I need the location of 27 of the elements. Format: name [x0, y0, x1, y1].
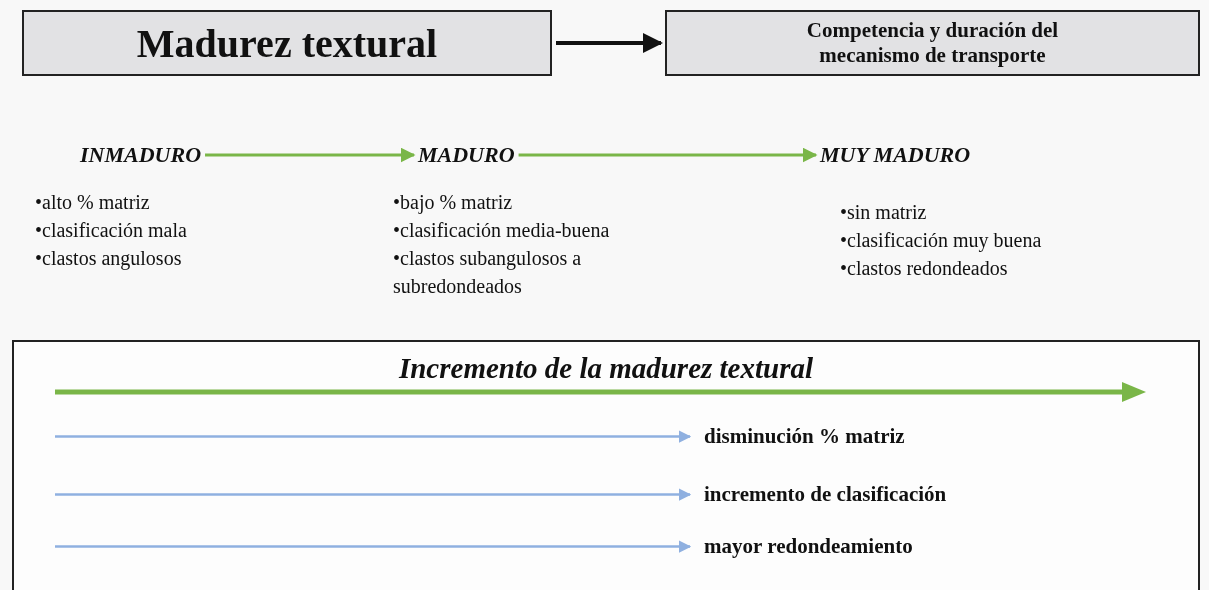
bullet-item: •clasificación mala: [35, 218, 187, 243]
arrow: [205, 147, 416, 163]
trend-label: mayor redondeamiento: [704, 534, 913, 559]
stage-heading: MUY MADURO: [820, 142, 971, 168]
trend-label: disminución % matriz: [704, 424, 905, 449]
trend-label: incremento de clasificación: [704, 482, 947, 507]
box-title: Madurez textural: [136, 19, 438, 67]
arrow: [55, 488, 692, 501]
arrow: [55, 430, 692, 443]
box-text: Competencia y duración del mecanismo de transporte: [805, 18, 1060, 68]
bullet-item: •bajo % matriz: [393, 190, 514, 216]
stage-heading: MADURO: [418, 142, 515, 168]
stage-heading: INMADURO: [80, 142, 202, 168]
bullet-item: •sin matriz: [840, 200, 928, 225]
bullet-item: •clastos redondeados: [840, 256, 1009, 281]
bullet-item: •clasificación media-buena: [393, 218, 611, 243]
title-box: [22, 10, 552, 76]
arrow: [55, 540, 692, 553]
bullet-item: •clastos angulosos: [35, 246, 183, 272]
bullet-item: •clastos subangulosos a subredondeados: [393, 246, 583, 299]
arrow: [518, 147, 818, 163]
trend-panel: [12, 340, 1200, 590]
panel-heading: Incremento de la madurez textural: [398, 352, 814, 385]
arrow: [556, 33, 663, 53]
note-box: [665, 10, 1200, 76]
bullet-item: •alto % matriz: [35, 190, 151, 215]
bullet-item: •clasificación muy buena: [840, 228, 1042, 254]
